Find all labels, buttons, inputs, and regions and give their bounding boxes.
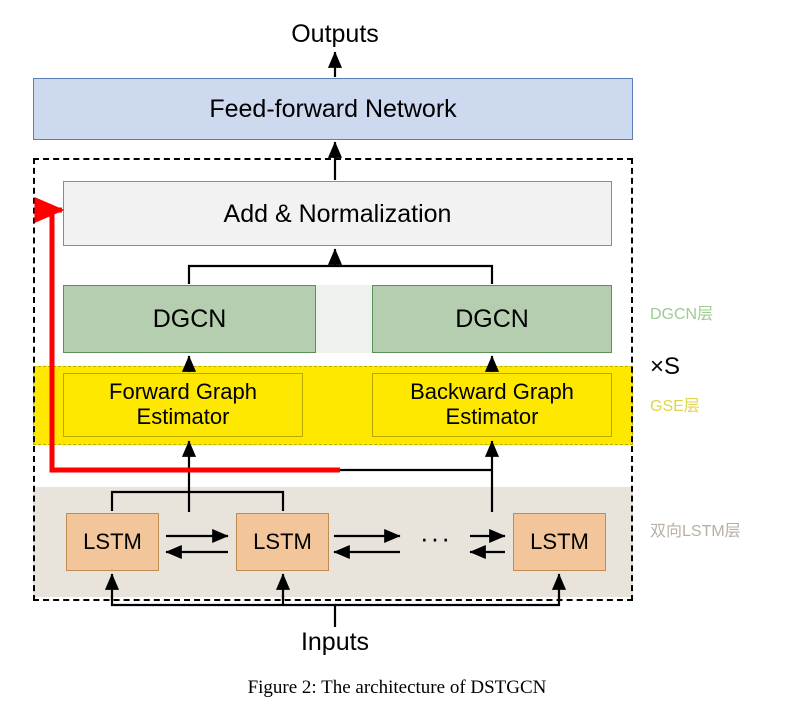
lstm-block-2: LSTM bbox=[236, 513, 329, 571]
forward-graph-estimator-block: Forward Graph Estimator bbox=[63, 373, 303, 437]
lstm-block-3: LSTM bbox=[513, 513, 606, 571]
figure-caption: Figure 2: The architecture of DSTGCN bbox=[247, 677, 547, 698]
add-normalization-block: Add & Normalization bbox=[63, 181, 612, 246]
outputs-label: Outputs bbox=[291, 20, 379, 48]
backward-graph-estimator-block: Backward Graph Estimator bbox=[372, 373, 612, 437]
annotation-dgcn-layer: DGCN层 bbox=[650, 306, 714, 323]
inputs-label: Inputs bbox=[300, 628, 370, 656]
annotation-gse-layer: GSE层 bbox=[650, 398, 700, 415]
dgcn-block-left: DGCN bbox=[63, 285, 316, 353]
dgcn-block-right: DGCN bbox=[372, 285, 612, 353]
annotation-repeat-count: ×S bbox=[650, 353, 681, 380]
feed-forward-network-block: Feed-forward Network bbox=[33, 78, 633, 140]
annotation-lstm-layer: 双向LSTM层 bbox=[650, 523, 741, 540]
lstm-block-1: LSTM bbox=[66, 513, 159, 571]
lstm-ellipsis: ··· bbox=[420, 523, 452, 553]
